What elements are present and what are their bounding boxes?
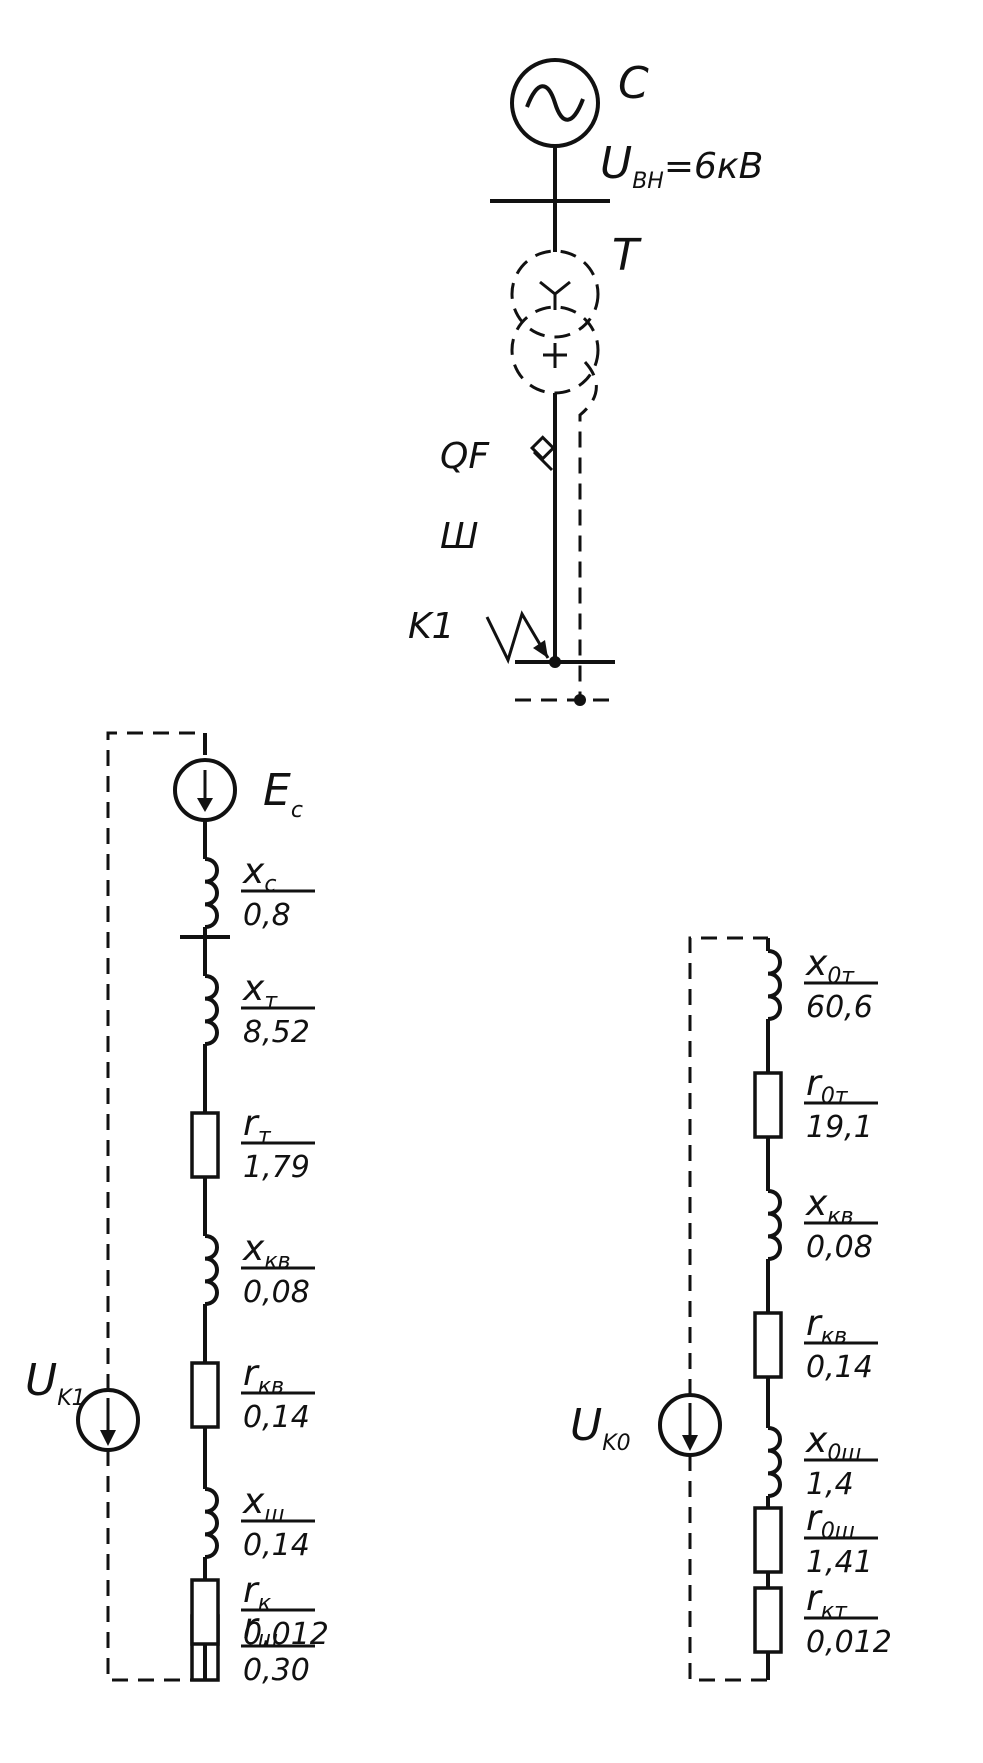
element-value: 19,1	[806, 1110, 873, 1145]
circuit1-inductor: xш0,14	[203, 1427, 315, 1563]
element-value: 0,012	[243, 1617, 329, 1652]
equivalent-circuit-positive: Eс xс0,8xт8,52rт1,79xкв0,08rкв0,14xш0,14…	[25, 731, 329, 1688]
element-symbol: rкт	[806, 1578, 848, 1624]
return-node	[574, 694, 586, 706]
element-symbol: xкв	[805, 1183, 854, 1229]
transformer-label: T	[612, 230, 642, 281]
busbar-label: Ш	[440, 516, 479, 557]
element-value: 60,6	[806, 990, 873, 1025]
element-value: 0,14	[806, 1350, 873, 1385]
return-conductor	[578, 361, 598, 700]
element-symbol: rкв	[806, 1303, 847, 1349]
emf-source-symbol	[173, 758, 237, 822]
element-value: 1,41	[806, 1545, 873, 1580]
generator-symbol	[510, 58, 600, 148]
fault-arrow-icon	[485, 610, 550, 665]
voltage-label: UВН=6кВ	[600, 138, 763, 194]
element-symbol: xкв	[242, 1228, 291, 1274]
fault-voltage-label-k0: UK0	[570, 1400, 631, 1456]
element-value: 0,14	[243, 1400, 310, 1435]
equivalent-circuit-zero: x0т60,6r0т19,1xкв0,08rкв0,14x0ш1,4r0ш1,4…	[570, 936, 892, 1682]
transformer-symbol	[510, 249, 600, 395]
element-value: 8,52	[243, 1015, 310, 1050]
circuit1-inductor: xс0,8	[203, 820, 315, 933]
breaker-symbol	[529, 435, 556, 472]
element-value: 1,4	[806, 1467, 854, 1502]
element-symbol: x0ш	[805, 1420, 861, 1466]
circuit1-resistor: rт1,79	[190, 1044, 315, 1185]
element-value: 0,14	[243, 1528, 310, 1563]
element-value: 0,012	[806, 1625, 892, 1660]
single-line-diagram: C UВН=6кВ T QF Ш	[408, 58, 763, 706]
element-symbol: x0т	[805, 943, 855, 989]
element-value: 0,30	[243, 1653, 310, 1688]
element-value: 0,08	[243, 1275, 310, 1310]
element-symbol: r0т	[806, 1063, 849, 1109]
fault-voltage-label-k1: UK1	[25, 1355, 86, 1411]
element-value: 1,79	[243, 1150, 310, 1185]
element-value: 0,8	[243, 898, 291, 933]
fault-voltage-source-symbol-k0	[658, 1393, 722, 1457]
emf-label: Eс	[263, 765, 303, 823]
element-symbol: rкв	[243, 1353, 284, 1399]
fault-voltage-source-symbol	[76, 1388, 140, 1452]
fault-label: K1	[408, 606, 455, 647]
circuit1-inductor: xт8,52	[203, 927, 315, 1050]
element-value: 0,08	[806, 1230, 873, 1265]
breaker-label: QF	[440, 436, 490, 477]
element-symbol: r0ш	[806, 1498, 855, 1544]
source-label: C	[618, 58, 649, 109]
fault-node	[549, 656, 561, 668]
